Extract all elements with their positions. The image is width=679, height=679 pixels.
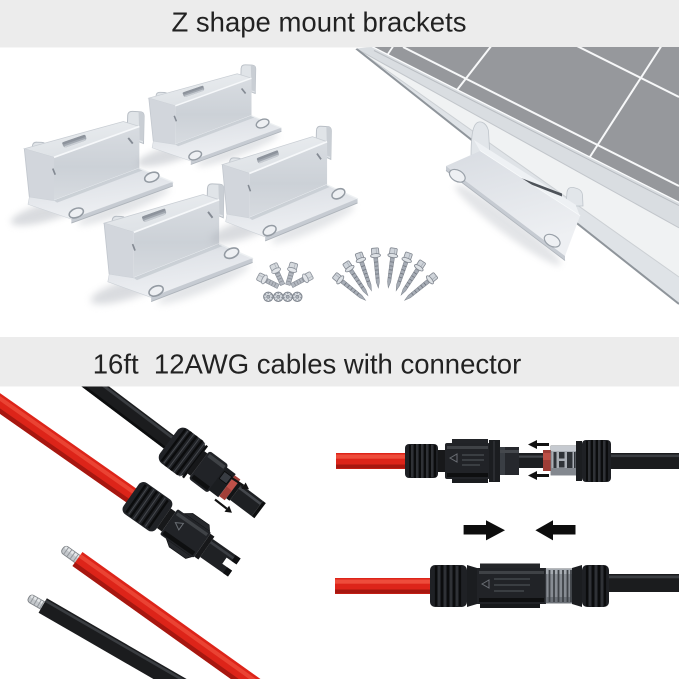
svg-text:Z shape mount brackets: Z shape mount brackets <box>171 7 466 38</box>
svg-text:16ft 12AWG cables with connec: 16ft 12AWG cables with connector <box>93 349 522 380</box>
